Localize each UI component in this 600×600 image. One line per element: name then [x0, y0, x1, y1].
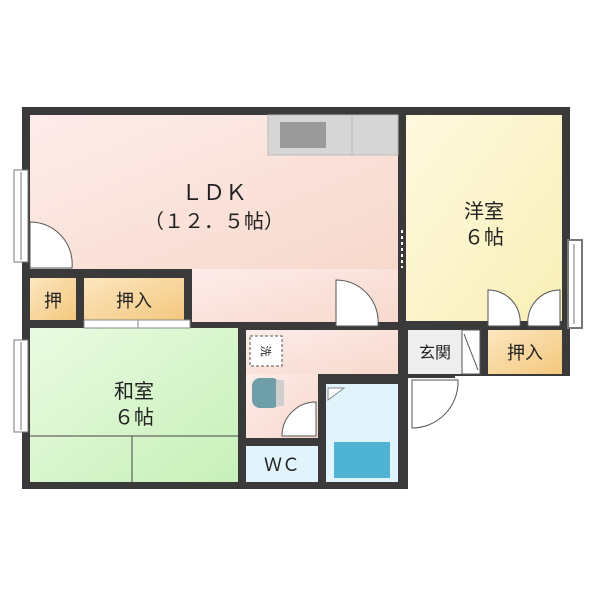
label-entrance: 玄関: [419, 343, 451, 362]
kitchen-sink: [280, 122, 326, 148]
label-laundry: 洗: [259, 346, 272, 357]
bath-door-mark: [327, 387, 346, 401]
bottom-right-notch: [455, 376, 570, 490]
sliding-door-track: [83, 319, 191, 329]
label-wc: ＷＣ: [264, 455, 300, 476]
entrance-step-diag: [463, 333, 479, 371]
door-ldk-left[interactable]: [29, 221, 73, 269]
label-japanese-name: 和室: [114, 379, 154, 403]
toilet-tank: [276, 380, 284, 406]
label-japanese-size: ６帖: [114, 405, 154, 429]
door-ldk-wash[interactable]: [335, 279, 379, 327]
label-western-size: ６帖: [464, 225, 504, 249]
room-japanese: [30, 328, 238, 482]
door-toilet[interactable]: [281, 401, 317, 437]
closet-oshi-small: [30, 278, 76, 320]
door-western-right[interactable]: [527, 289, 561, 327]
door-western-left[interactable]: [487, 289, 521, 327]
label-oshiire-right: 押入: [507, 343, 543, 364]
closet-oshiire-left: [84, 278, 184, 320]
label-oshi-small: 押: [44, 291, 62, 312]
room-western: [406, 115, 562, 321]
laundry-box: [249, 335, 283, 367]
label-ldk-name: ＬＤＫ: [181, 181, 247, 206]
label-oshiire-left: 押入: [116, 291, 152, 312]
toilet: [252, 378, 280, 408]
room-entrance: [408, 330, 462, 374]
room-wc: [246, 446, 318, 482]
door-entrance[interactable]: [411, 379, 459, 429]
bathtub: [334, 442, 390, 478]
window-right: [567, 239, 583, 329]
label-western-name: 洋室: [464, 199, 504, 223]
label-ldk-size: （１２．５帖）: [144, 209, 284, 233]
closet-oshiire-right: [488, 330, 562, 374]
